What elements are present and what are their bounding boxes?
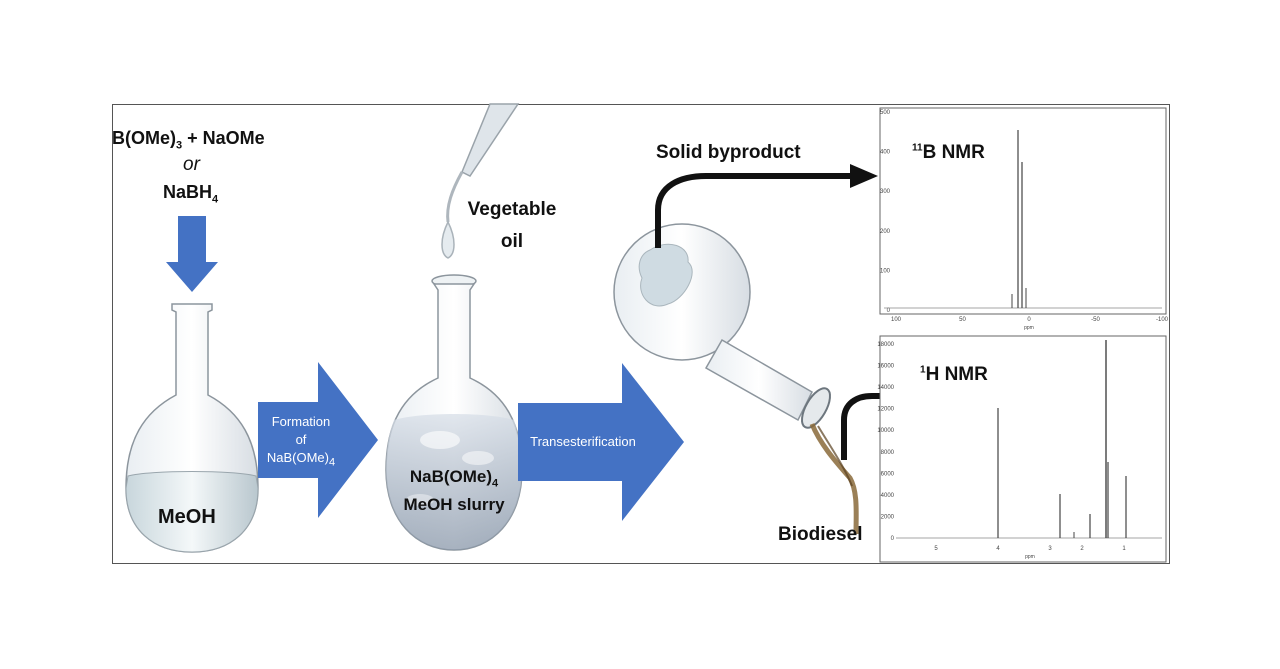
h-y-tick: 10000 — [877, 428, 894, 434]
reagent-line-2: or — [183, 154, 200, 175]
b-y-tick: 100 — [880, 268, 891, 274]
b-y-tick: 200 — [880, 229, 891, 235]
h-y-tick: 16000 — [877, 364, 894, 370]
h-y-tick: 6000 — [881, 471, 895, 477]
b-x-tick: 50 — [959, 317, 966, 323]
formation-arrow — [258, 362, 378, 518]
h-y-tick: 0 — [891, 536, 895, 542]
b-y-tick: 300 — [880, 189, 891, 195]
nmr-1h-plot: 18000 16000 14000 12000 10000 8000 6000 4000 200… — [877, 335, 1167, 563]
h-y-tick: 8000 — [881, 450, 895, 456]
h-y-tick: 14000 — [877, 385, 894, 391]
solid-byproduct-label: Solid byproduct — [656, 142, 801, 163]
h-x-tick: 2 — [1080, 546, 1084, 552]
b-x-tick: -50 — [1091, 317, 1100, 323]
h-x-tick: 1 — [1122, 546, 1126, 552]
h-y-tick: 18000 — [877, 342, 894, 348]
h-x-unit: ppm — [1025, 554, 1035, 560]
b-y-tick: 400 — [880, 150, 891, 156]
biodiesel-label: Biodiesel — [778, 524, 863, 545]
transesterification-arrow — [518, 363, 684, 521]
b-x-tick: 100 — [891, 317, 902, 323]
flask-slurry — [385, 274, 523, 551]
h-x-tick: 4 — [996, 546, 1000, 552]
h-x-tick: 3 — [1048, 546, 1052, 552]
vegetable-oil-label: Vegetable oil — [467, 199, 557, 252]
b-x-tick: -100 — [1156, 317, 1169, 323]
h-y-tick: 4000 — [881, 493, 895, 499]
pipette-icon — [441, 103, 520, 259]
b-x-tick: 0 — [1027, 317, 1031, 323]
flask-meoh-label: MeOH — [158, 506, 216, 528]
h-y-tick: 2000 — [881, 514, 895, 520]
reagent-line-3: NaBH4 — [163, 182, 219, 206]
h-y-tick: 12000 — [877, 407, 894, 413]
transesterification-label: Transesterification — [530, 434, 636, 449]
b-y-tick: 0 — [887, 308, 891, 314]
b-y-tick: 500 — [880, 110, 891, 116]
byproduct-arrow — [655, 164, 878, 248]
formation-arrow-label: Formation of NaB(OMe)4 — [266, 414, 336, 469]
flask-meoh — [125, 303, 259, 553]
h-x-tick: 5 — [934, 546, 938, 552]
down-arrow — [166, 216, 218, 292]
reagent-line-1: B(OMe)3 + NaOMe — [112, 128, 265, 152]
flask-slurry-label: NaB(OMe)4 MeOH slurry — [403, 467, 505, 515]
nmr-1h-title: 1H NMR — [920, 364, 988, 385]
flask-pouring — [613, 223, 859, 535]
b-x-unit: ppm — [1024, 325, 1034, 331]
nmr-11b-title: 11B NMR — [912, 142, 985, 163]
